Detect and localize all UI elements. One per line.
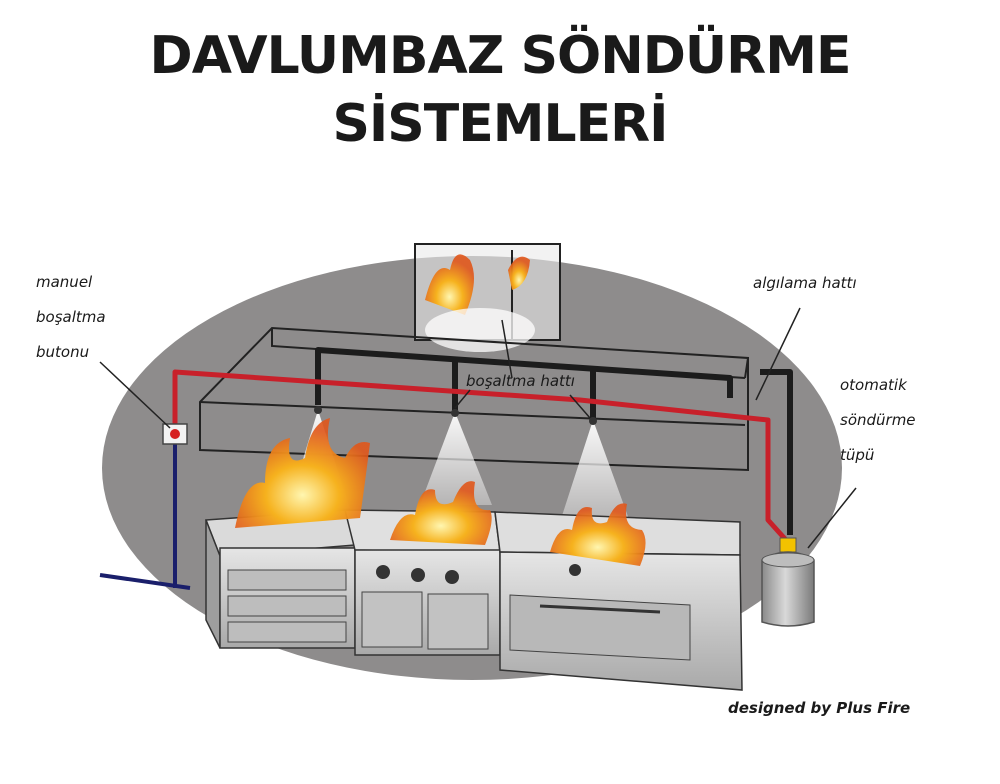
label-manual-release-line-3: butonu — [36, 343, 89, 361]
exhaust-duct — [414, 243, 561, 352]
cooking-equipment — [204, 509, 743, 691]
label-discharge-line: boşaltma hattı — [466, 372, 575, 390]
manual-release-assembly — [99, 423, 191, 590]
label-manual-release-line-1: manuel — [36, 273, 93, 291]
designer-credit: designed by Plus Fire — [728, 699, 910, 717]
title-line-1: DAVLUMBAZ SÖNDÜRME — [149, 26, 852, 86]
detection-line — [172, 369, 788, 542]
label-cylinder-line-2: söndürme — [840, 411, 916, 429]
leader-lines — [99, 307, 857, 549]
diagram-title: DAVLUMBAZ SÖNDÜRME SİSTEMLERİ — [0, 22, 1000, 158]
title-line-2: SİSTEMLERİ — [332, 94, 668, 154]
label-manual-release-line-2: boşaltma — [36, 308, 106, 326]
extinguishing-cylinder — [761, 537, 815, 627]
label-cylinder-line-3: tüpü — [840, 446, 874, 464]
label-detection-line: algılama hattı — [753, 274, 857, 292]
label-cylinder-line-1: otomatik — [840, 376, 908, 394]
cooktop-fires — [235, 418, 646, 566]
hood-canopy — [199, 326, 749, 472]
